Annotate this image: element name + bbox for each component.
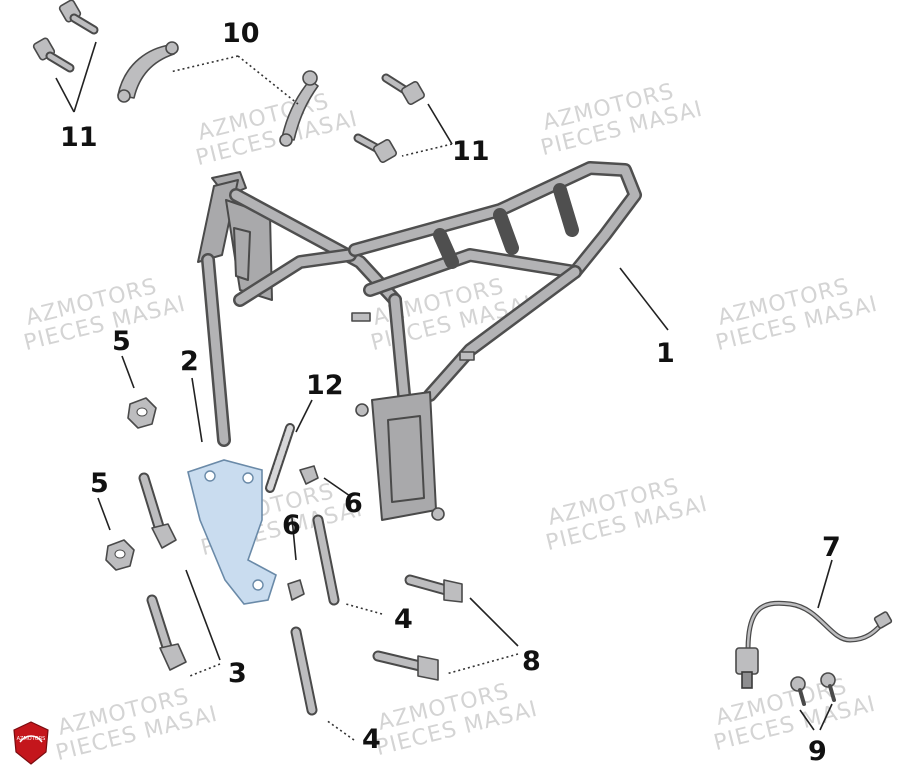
callout-3: 3	[228, 658, 247, 689]
part-screw-9-a[interactable]	[790, 676, 806, 706]
part-spring[interactable]	[265, 423, 295, 493]
part-bolt-8-upper[interactable]	[404, 574, 463, 603]
callout-4-upper: 4	[394, 604, 413, 635]
part-bolt-engine-lower[interactable]	[146, 594, 187, 671]
part-bolt-top-b[interactable]	[32, 37, 75, 73]
watermark: AZMOTORS PIECES MASAI	[193, 89, 360, 171]
callout-5-upper: 5	[112, 326, 131, 357]
callout-5-lower: 5	[90, 468, 109, 499]
callout-4-lower: 4	[362, 724, 381, 755]
watermark: AZMOTORS PIECES MASAI	[373, 679, 540, 761]
watermark: AZMOTORS PIECES MASAI	[53, 684, 220, 766]
watermark: AZMOTORS PIECES MASAI	[538, 79, 705, 161]
callout-6-upper: 6	[344, 488, 363, 519]
callout-8: 8	[522, 646, 541, 677]
watermark: AZMOTORS PIECES MASAI	[543, 474, 710, 556]
part-screw-9-b[interactable]	[820, 672, 836, 702]
callout-11-right: 11	[452, 136, 490, 167]
part-bolt-right-a[interactable]	[381, 73, 425, 105]
part-bolt-right-b[interactable]	[353, 133, 397, 163]
callout-9: 9	[808, 736, 827, 767]
part-axle-lower[interactable]	[290, 626, 318, 716]
part-bolt-8-lower[interactable]	[372, 650, 439, 681]
part-nut-upper[interactable]	[127, 397, 157, 429]
shield-icon	[13, 721, 49, 765]
logo-text: AZMOTORS	[17, 736, 46, 742]
part-bolt-top-a[interactable]	[58, 0, 99, 35]
callouts: 1 2 3 4 4 5 5 6 6 7 8 9 10 11 11 12	[60, 18, 841, 767]
part-cable-sensor[interactable]	[735, 600, 893, 689]
watermark: AZMOTORS PIECES MASAI	[713, 274, 880, 356]
callout-6-lower: 6	[282, 510, 301, 541]
azmotors-logo: AZMOTORS	[13, 721, 49, 765]
watermark: AZMOTORS PIECES MASAI	[21, 274, 188, 356]
callout-11-left: 11	[60, 122, 98, 153]
part-frame[interactable]	[197, 161, 642, 521]
part-spacer-lower[interactable]	[287, 579, 305, 601]
callout-12: 12	[306, 370, 344, 401]
part-bolt-engine-upper[interactable]	[138, 472, 177, 549]
part-clamp-right[interactable]	[279, 70, 319, 147]
part-nut-lower[interactable]	[105, 539, 135, 571]
part-axle-upper[interactable]	[312, 514, 340, 606]
leader-lines	[55, 41, 833, 741]
part-spacer-upper[interactable]	[299, 465, 319, 485]
part-engine-plate[interactable]	[187, 459, 277, 605]
callout-1: 1	[656, 338, 675, 369]
callout-7: 7	[822, 532, 841, 563]
part-clamp-left[interactable]	[117, 41, 179, 103]
callout-10: 10	[222, 18, 260, 49]
callout-2: 2	[180, 346, 199, 377]
